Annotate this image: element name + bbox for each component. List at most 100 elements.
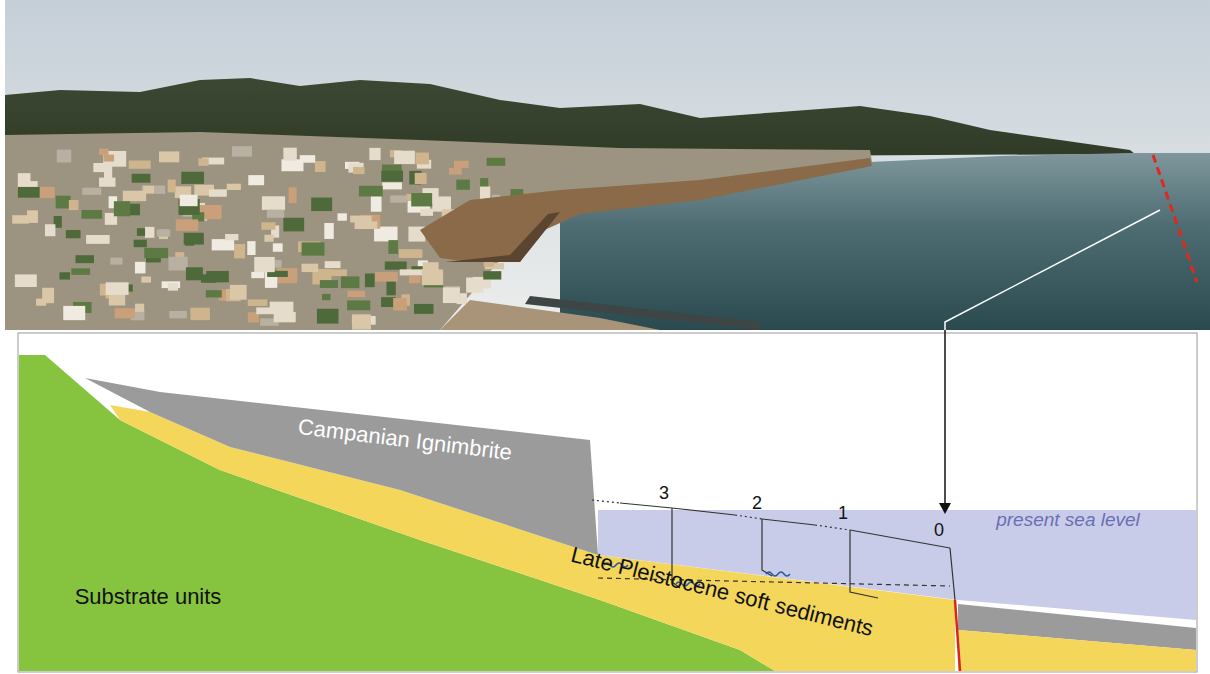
house <box>369 148 380 160</box>
house <box>57 150 72 163</box>
house <box>454 161 469 168</box>
fault-line <box>955 600 960 671</box>
leader-line <box>945 210 1160 330</box>
arrowhead <box>939 503 951 514</box>
house <box>104 164 112 178</box>
house <box>185 234 194 246</box>
house <box>45 224 55 236</box>
house <box>289 187 297 203</box>
house <box>483 271 501 279</box>
house <box>317 309 339 324</box>
house <box>390 195 407 202</box>
house <box>93 163 104 172</box>
house <box>487 158 506 166</box>
house <box>359 186 383 197</box>
house <box>212 239 234 250</box>
profile-dotted <box>735 515 762 519</box>
house <box>144 248 168 258</box>
house <box>302 242 325 255</box>
house <box>355 221 378 229</box>
house <box>337 213 346 220</box>
house <box>273 243 283 251</box>
house <box>114 201 130 216</box>
house <box>394 151 415 164</box>
house <box>247 241 255 255</box>
house <box>466 278 483 293</box>
callout-number: 0 <box>934 521 944 541</box>
house <box>347 291 365 297</box>
house <box>347 300 370 310</box>
house <box>86 235 110 244</box>
house <box>449 168 462 175</box>
house <box>320 280 338 288</box>
house <box>141 277 151 283</box>
house <box>137 228 145 236</box>
house <box>325 261 341 268</box>
house <box>39 187 55 198</box>
profile-dotted <box>592 500 620 503</box>
house <box>382 182 402 189</box>
house <box>134 240 147 248</box>
house <box>322 294 330 300</box>
house <box>423 262 439 273</box>
house <box>56 196 71 209</box>
ignimbrite <box>85 378 598 555</box>
house <box>129 161 151 169</box>
house <box>18 187 40 198</box>
beach <box>440 300 660 330</box>
house <box>234 244 245 258</box>
profile-line <box>672 508 735 515</box>
house <box>375 272 398 281</box>
house <box>374 227 397 242</box>
house <box>248 175 264 185</box>
cliff-shadow <box>445 212 560 262</box>
house <box>99 178 115 187</box>
offshore-sediments <box>958 630 1196 671</box>
house <box>227 184 241 190</box>
house <box>270 302 294 313</box>
house <box>132 174 151 183</box>
house <box>414 304 434 314</box>
house <box>198 158 208 165</box>
house <box>381 171 403 182</box>
house <box>415 153 429 165</box>
section-frame <box>18 333 1197 672</box>
house <box>71 268 90 275</box>
profile-dotted <box>815 525 850 530</box>
house <box>66 230 81 238</box>
house <box>176 219 198 231</box>
house <box>82 188 101 195</box>
house <box>352 314 371 329</box>
house <box>371 196 382 212</box>
house <box>311 198 332 212</box>
house <box>110 258 122 265</box>
pointer-arrow <box>944 330 946 505</box>
house <box>36 299 46 306</box>
house <box>261 222 275 229</box>
callout-number: 3 <box>659 484 669 504</box>
town <box>5 132 872 330</box>
house <box>283 148 296 161</box>
house <box>169 311 187 318</box>
house <box>190 308 209 320</box>
house <box>251 272 264 278</box>
house <box>232 146 252 157</box>
callout-number: 2 <box>752 494 762 514</box>
house <box>302 264 319 272</box>
house <box>209 189 227 196</box>
house <box>206 271 229 282</box>
house <box>168 283 178 291</box>
house <box>393 298 407 311</box>
unit-label: Substrate units <box>75 585 222 609</box>
house <box>145 227 154 238</box>
terrace-step <box>762 519 772 576</box>
house <box>353 167 365 174</box>
house <box>181 172 204 184</box>
house <box>248 299 268 306</box>
house <box>324 223 333 239</box>
house <box>206 290 222 297</box>
house <box>443 287 460 303</box>
house <box>81 210 102 219</box>
house <box>186 267 203 280</box>
